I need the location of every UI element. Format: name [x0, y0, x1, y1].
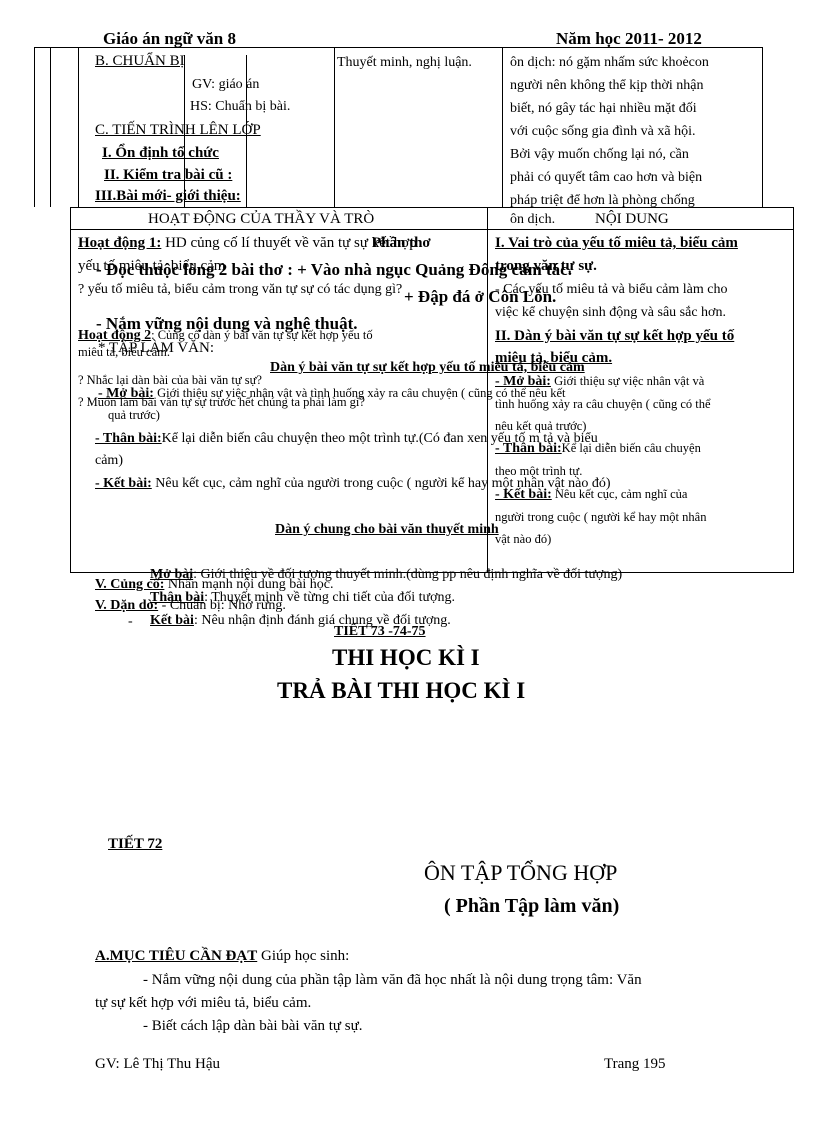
- content-column-header: NỘI DUNG: [595, 211, 669, 227]
- section-2-title-line2: miêu tả, biểu cảm.: [495, 350, 613, 366]
- question-1: ? yếu tố miêu tả, biểu cảm trong văn tự …: [78, 282, 403, 297]
- activity-1-line2: yếu tố miêu tả, biểu cảm: [78, 258, 226, 274]
- overlay-ket-bai: - Kết bài: Nêu kết cục, cảm nghĩ của ngư…: [95, 476, 611, 491]
- section-1-title-line2: trong văn tự sự.: [495, 258, 597, 274]
- section-1-title: I. Vai trò của yếu tố miêu tả, biểu cảm: [495, 235, 738, 251]
- poetry-subtitle: Phần thơ: [372, 235, 431, 251]
- dash-bullet: -: [128, 614, 133, 629]
- gv-prep: GV: giáo án: [192, 77, 260, 92]
- question-2: ? Nhắc lại dàn bài của bài văn tự sự?: [78, 373, 262, 387]
- section-1-text-2: việc kể chuyện sinh động và sâu sắc hơn.: [495, 305, 726, 320]
- lesson-subtitle: ( Phần Tập làm văn): [444, 895, 620, 917]
- dan-do: V. Dặn dò: - Chuẩn bị: Nhớ rừng.: [95, 598, 286, 613]
- header-title: Giáo án ngữ văn 8: [103, 29, 237, 48]
- tm-ket-bai: Kết bài: Nêu nhận định đánh giá chung về…: [150, 613, 451, 628]
- exam-return-title: TRẢ BÀI THI HỌC KÌ I: [277, 678, 526, 703]
- activity-2-line2: miêu tả, biểu cảm.: [78, 345, 170, 359]
- section-2-than-bai: - Thân bài:Kể lại diễn biến câu chuyện: [495, 441, 701, 456]
- objective-2: - Biết cách lập dàn bài bài văn tự sự.: [143, 1018, 363, 1034]
- section-1-text-1: - Các yếu tố miêu tả và biểu cảm làm cho: [495, 282, 728, 297]
- section-2-mo-bai: - Mở bài: Giới thiệu sự việc nhân vật và: [495, 374, 705, 389]
- overlay-mo-bai: - Mở bài: Giới thiệu sự việc nhân vật và…: [98, 386, 566, 401]
- dap-da: + Đập đá ở Côn Lôn.: [404, 287, 557, 306]
- activity-column-header: HOẠT ĐỘNG CỦA THẦY VÀ TRÒ: [148, 211, 375, 227]
- header-year: Năm học 2011- 2012: [556, 29, 702, 48]
- objective-1: - Nắm vững nội dung của phần tập làm văn…: [143, 972, 642, 988]
- lesson-title: ÔN TẬP TỔNG HỢP: [424, 860, 618, 885]
- chuan-bi-heading: B. CHUẨN BỊ: [95, 53, 185, 69]
- tap-lam-van-heading: * TẬP LÀM VĂN:: [98, 340, 214, 356]
- section-2-ket-bai: - Kết bài: Nêu kết cục, cảm nghĩ của: [495, 487, 688, 502]
- tien-trinh-heading: C. TIẾN TRÌNH LÊN LỚP: [95, 122, 261, 138]
- on-dinh-heading: I. Ổn định tổ chức: [102, 145, 219, 161]
- memorize-poems: - Đọc thuộc lòng 2 bài thơ : + Vào nhà n…: [96, 260, 572, 279]
- kiem-tra-heading: II. Kiểm tra bài cũ :: [104, 167, 233, 183]
- section-2-title: II. Dàn ý bài văn tự sự kết hợp yếu tố: [495, 328, 735, 344]
- exam-period: TIẾT 73 -74-75: [334, 624, 426, 639]
- activity-2: Hoạt động 2: Củng cố dàn ý bài văn tự sự…: [78, 328, 373, 343]
- dan-y-tu-su-title: Dàn ý bài văn tự sự kết hợp yếu tố miêu …: [270, 360, 585, 375]
- objectives: A.MỤC TIÊU CẦN ĐẠT Giúp học sinh:: [95, 948, 350, 964]
- section-2-than-bai-2: theo một trình tự.: [495, 464, 583, 478]
- question-3: ? Muốn làm bài văn tự sự trước hết chúng…: [78, 395, 365, 409]
- tm-than-bai: Thân bài: Thuyết minh về từng chi tiết c…: [150, 590, 456, 605]
- section-2-ket-bai-3: vật nào đó): [495, 532, 552, 546]
- text-types: Thuyết minh, nghị luận.: [337, 55, 472, 70]
- master-content: - Nắm vững nội dung và nghệ thuật.: [96, 314, 358, 333]
- objective-1-cont: tự sự kết hợp với miêu tả, biểu cảm.: [95, 995, 312, 1011]
- activity-1: Hoạt động 1: HD củng cố lí thuyết về văn…: [78, 235, 417, 251]
- exam-title: THI HỌC KÌ I: [332, 645, 480, 670]
- overlay-than-bai: - Thân bài:Kể lại diễn biến câu chuyện t…: [95, 431, 598, 446]
- tm-mo-bai: Mở bài: Giới thiệu về đối tượng thuyết m…: [150, 567, 623, 582]
- dan-y-thuyet-minh-title: Dàn ý chung cho bài văn thuyết minh: [275, 522, 499, 537]
- bai-moi-heading: III.Bài mới- giới thiệu:: [95, 188, 241, 204]
- overlay-mo-bai-2: quả trước): [108, 408, 160, 422]
- teacher-name: GV: Lê Thị Thu Hậu: [95, 1056, 220, 1072]
- section-2-ket-bai-2: người trong cuộc ( người kể hay một nhân: [495, 510, 707, 524]
- overlay-than-bai-2: cảm): [95, 453, 123, 468]
- hs-prep: HS: Chuẩn bị bài.: [190, 99, 291, 114]
- section-2-mo-bai-3: nêu kết quả trước): [495, 419, 587, 433]
- section-2-mo-bai-2: tình huống xảy ra câu chuyện ( cũng có t…: [495, 397, 711, 411]
- lesson-period: TIẾT 72: [108, 836, 163, 852]
- page-number: Trang 195: [604, 1056, 666, 1072]
- cung-co: V. Củng cố: Nhấn mạnh nội dung bài học.: [95, 577, 334, 592]
